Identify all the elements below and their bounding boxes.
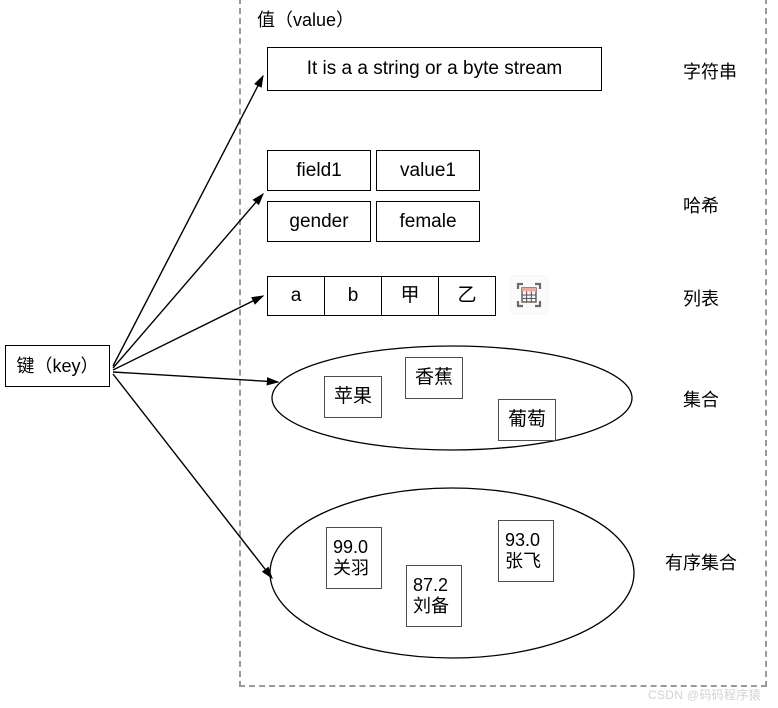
zset-item-box[interactable]: 99.0 关羽 xyxy=(326,527,382,589)
string-value-box[interactable]: It is a a string or a byte stream xyxy=(267,47,602,91)
type-label-hash: 哈希 xyxy=(683,196,719,216)
value-region-header: 值（value） xyxy=(257,10,355,30)
watermark-text: CSDN @码码程序猿 xyxy=(648,688,761,702)
type-label-sorted-set: 有序集合 xyxy=(665,553,737,573)
set-item-box[interactable]: 苹果 xyxy=(324,376,382,418)
type-label-set: 集合 xyxy=(683,390,719,410)
hash-value-cell[interactable]: value1 xyxy=(376,150,480,191)
list-cell[interactable]: 乙 xyxy=(438,276,496,316)
zset-score: 99.0 xyxy=(333,537,369,558)
hash-field-cell[interactable]: field1 xyxy=(267,150,371,191)
arrow-to-set xyxy=(112,371,280,386)
arrow-to-string xyxy=(112,74,264,367)
set-ellipse xyxy=(271,345,633,451)
zset-member: 刘备 xyxy=(413,596,449,616)
type-label-list: 列表 xyxy=(683,289,719,309)
zset-member: 关羽 xyxy=(333,558,369,578)
set-item-box[interactable]: 香蕉 xyxy=(405,357,463,399)
arrow-to-list xyxy=(112,295,265,371)
arrow-to-hash xyxy=(112,192,264,369)
key-box[interactable]: 键（key） xyxy=(5,345,110,387)
value-region-dashed-border xyxy=(239,0,767,687)
list-cell[interactable]: b xyxy=(324,276,382,316)
table-scan-icon[interactable] xyxy=(511,277,547,313)
set-item-box[interactable]: 葡萄 xyxy=(498,399,556,441)
zset-score: 87.2 xyxy=(413,575,449,596)
type-label-string: 字符串 xyxy=(683,62,737,82)
list-cell[interactable]: a xyxy=(267,276,325,316)
hash-field-cell[interactable]: gender xyxy=(267,201,371,242)
zset-item-box[interactable]: 87.2 刘备 xyxy=(406,565,462,627)
zset-item-box[interactable]: 93.0 张飞 xyxy=(498,520,554,582)
zset-score: 93.0 xyxy=(505,530,541,551)
arrow-to-zset xyxy=(112,373,273,580)
list-cell[interactable]: 甲 xyxy=(381,276,439,316)
hash-value-cell[interactable]: female xyxy=(376,201,480,242)
zset-member: 张飞 xyxy=(505,551,541,571)
